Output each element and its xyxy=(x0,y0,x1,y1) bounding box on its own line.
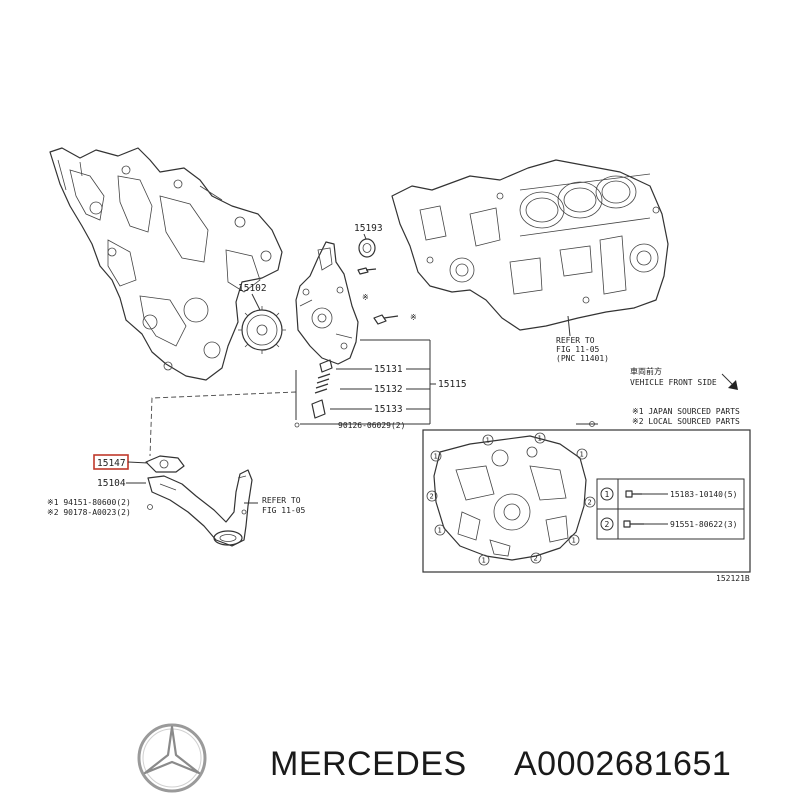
callout-1: 1 xyxy=(605,490,610,499)
asterisk-mark-1: ※ xyxy=(362,293,369,302)
brand-part-number: A0002681651 xyxy=(514,745,731,783)
dashed-leader xyxy=(149,391,297,457)
part-label-15183: 15183-10140(5) xyxy=(670,490,737,499)
refer-note-a-line3: (PNC 11401) xyxy=(556,354,609,363)
oil-pump-drawing xyxy=(295,241,359,365)
part-label-15115: 15115 xyxy=(438,379,467,390)
group-bracket-15115 xyxy=(300,339,436,425)
refer-note-b-line1: REFER TO xyxy=(262,496,301,505)
bolt-icon xyxy=(623,520,644,528)
japan-sourced-note: ※1 JAPAN SOURCED PARTS xyxy=(632,407,740,416)
refer-note-b-line2: FIG 11-05 xyxy=(262,506,306,515)
front-note-en: VEHICLE FRONT SIDE xyxy=(630,378,717,387)
asterisk-mark-2: ※ xyxy=(410,313,417,322)
part-label-91551: 91551-80622(3) xyxy=(670,520,737,529)
oil-strainer-drawing xyxy=(147,469,258,547)
svg-text:1: 1 xyxy=(434,453,438,461)
strainer-gasket-drawing xyxy=(145,455,185,473)
bolt-location-inset xyxy=(422,429,751,573)
mercedes-star-icon xyxy=(137,723,207,793)
svg-text:2: 2 xyxy=(430,493,434,501)
svg-text:1: 1 xyxy=(486,437,490,445)
refer-note-a-line1: REFER TO xyxy=(556,336,595,345)
inset-cover-drawing xyxy=(433,435,587,561)
inset-callouts: 1 1 1 1 2 2 1 1 2 1 xyxy=(426,432,596,566)
svg-text:1: 1 xyxy=(538,435,542,443)
part-label-90178: ※2 90178-A0023(2) xyxy=(47,508,131,517)
part-label-15193: 15193 xyxy=(354,223,383,234)
svg-text:1: 1 xyxy=(572,537,576,545)
engine-block-drawing xyxy=(391,159,669,337)
timing-cover-drawing xyxy=(49,147,283,381)
bolt-legend-row-2: 2 91551-80622(3) xyxy=(600,517,737,531)
seal-15193-drawing xyxy=(358,233,376,258)
callout-2: 2 xyxy=(605,520,610,529)
refer-note-a-line2: FIG 11-05 xyxy=(556,345,600,354)
part-label-15133: 15133 xyxy=(374,404,403,415)
svg-text:2: 2 xyxy=(534,555,538,563)
part-label-15132: 15132 xyxy=(374,384,403,395)
brand-name: MERCEDES xyxy=(270,745,467,783)
bolt-icon xyxy=(625,490,642,498)
svg-text:1: 1 xyxy=(438,527,442,535)
vehicle-front-arrow-icon xyxy=(721,373,738,390)
part-label-15102: 15102 xyxy=(238,283,267,294)
svg-text:1: 1 xyxy=(482,557,486,565)
gear-15102-drawing xyxy=(238,293,286,354)
part-label-15131: 15131 xyxy=(374,364,403,375)
local-sourced-note: ※2 LOCAL SOURCED PARTS xyxy=(632,417,740,426)
bolt-legend-row-1: 1 15183-10140(5) xyxy=(600,487,737,501)
relief-valve-drawing xyxy=(294,359,333,428)
part-label-15147: 15147 xyxy=(97,458,126,469)
front-note-jp: 車両前方 xyxy=(630,366,662,376)
pump-bolts-drawing: ※ ※ xyxy=(357,267,417,325)
part-label-94151: ※1 94151-80600(2) xyxy=(47,498,131,507)
part-label-15104: 15104 xyxy=(97,478,126,489)
part-label-90126: 90126-06029(2) xyxy=(338,421,405,430)
svg-text:2: 2 xyxy=(588,499,592,507)
diagram-code: 152121B xyxy=(716,574,750,583)
svg-text:1: 1 xyxy=(580,451,584,459)
